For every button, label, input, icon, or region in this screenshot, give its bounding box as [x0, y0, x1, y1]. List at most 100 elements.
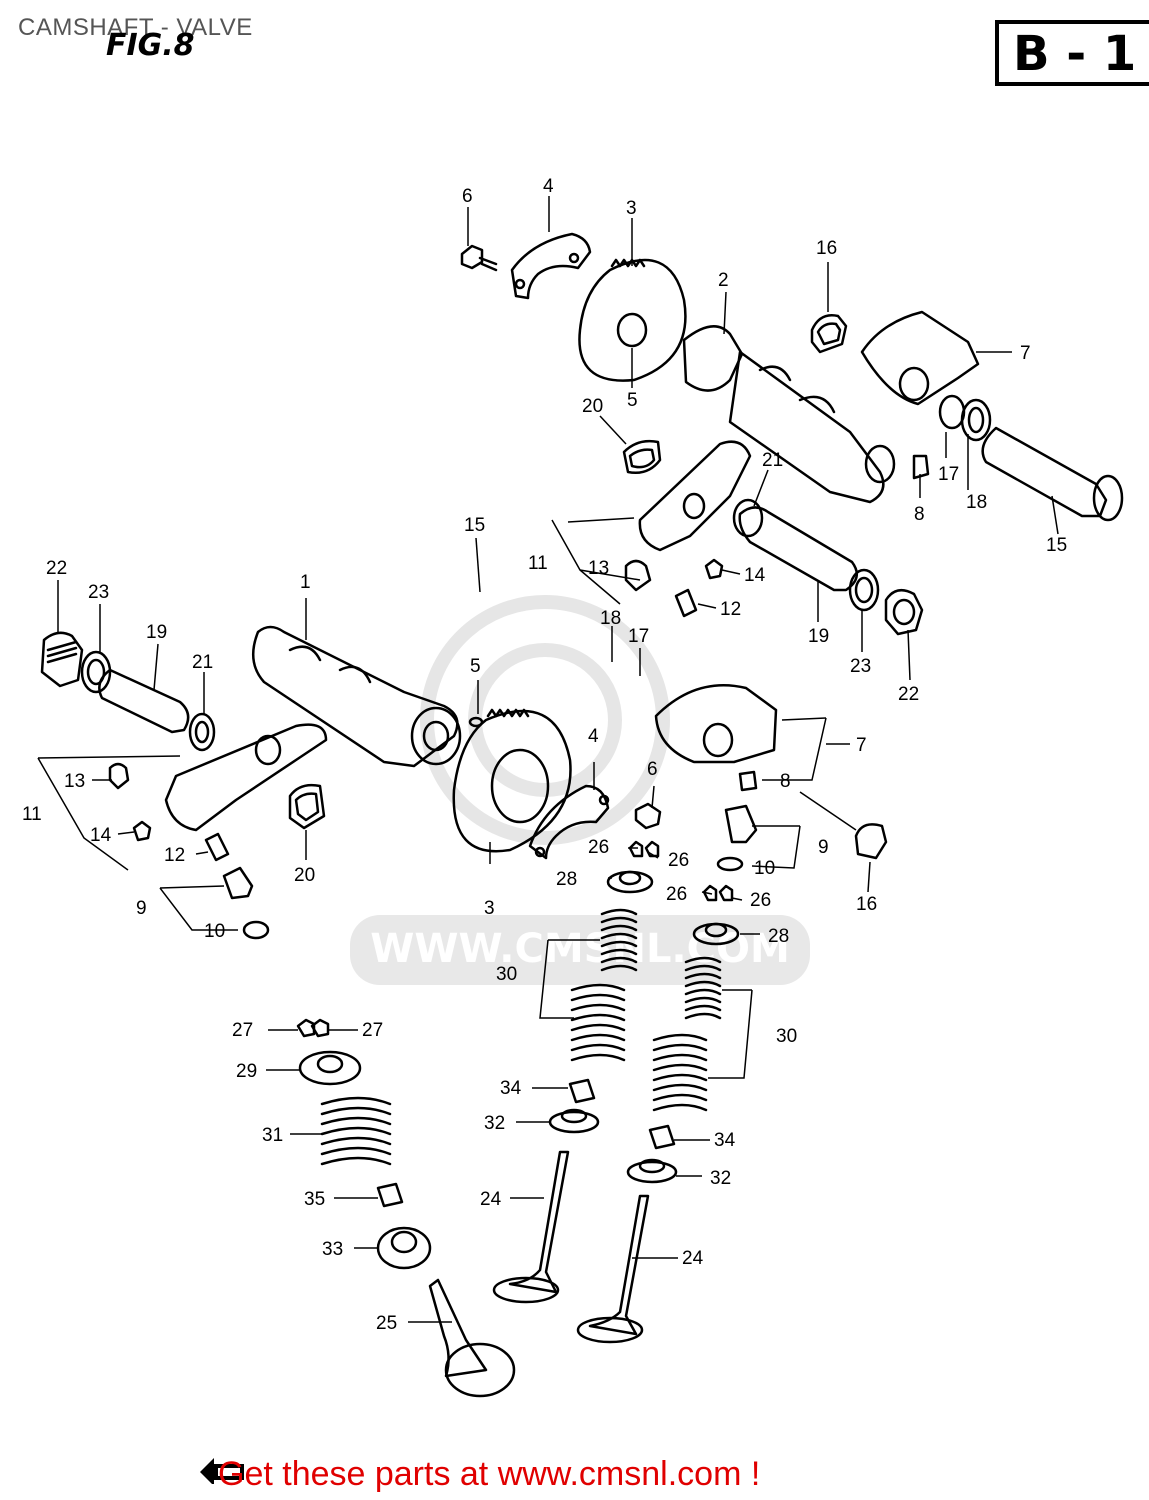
callout-3-upper: 3	[626, 198, 637, 219]
callout-12-upper: 12	[720, 599, 741, 620]
part-pin-8-upper	[912, 454, 930, 480]
part-washer-23-upper	[848, 568, 880, 612]
callout-26-b: 26	[668, 850, 689, 871]
part-spring-30-b-inner	[684, 956, 722, 1020]
part-tappet-9-left	[222, 866, 254, 900]
part-valve-25	[428, 1278, 516, 1398]
part-sprocket-3-upper	[578, 258, 687, 382]
leader-lines	[37, 196, 1059, 1323]
part-o-ring-16-upper	[810, 314, 848, 354]
callout-26-a: 26	[588, 837, 609, 858]
callout-16-lower: 16	[856, 894, 877, 915]
callout-21-upper: 21	[762, 450, 783, 471]
callout-17-upper: 17	[938, 464, 959, 485]
part-o-ring-16-lower	[854, 823, 888, 860]
part-rocker-arm-11-upper	[638, 440, 752, 552]
part-cap-22-upper	[884, 588, 924, 636]
callout-28-b: 28	[768, 926, 789, 947]
part-seat-32-b	[626, 1158, 678, 1184]
part-cotters-26-b	[702, 884, 734, 902]
callout-30-a: 30	[496, 964, 517, 985]
part-bolt-6-upper	[460, 244, 498, 272]
callout-18-mid: 18	[600, 608, 621, 629]
part-tappet-9-lower	[724, 804, 758, 844]
part-retainer-28-b	[692, 922, 740, 946]
callout-6-upper: 6	[462, 186, 473, 207]
callout-32-a: 32	[484, 1113, 505, 1134]
part-seal-35	[376, 1182, 404, 1208]
callout-22-upper: 22	[898, 684, 919, 705]
part-spring-30-a-inner	[600, 908, 638, 972]
part-washer-23-left	[80, 650, 112, 694]
callout-11-upper: 11	[528, 553, 548, 574]
callout-11-left: 11	[22, 804, 42, 825]
callout-4-upper: 4	[543, 176, 554, 197]
part-sprocket-3-lower	[452, 708, 572, 853]
forward-arrow-icon	[200, 1458, 244, 1484]
callout-15-mid: 15	[464, 515, 485, 536]
callout-10-left: 10	[204, 921, 225, 942]
part-cam-chain-guide-4-upper	[510, 232, 592, 300]
callout-32-b: 32	[710, 1168, 731, 1189]
callout-5-upper: 5	[627, 390, 638, 411]
part-pin-8-lower	[738, 770, 758, 792]
part-shaft-19-left	[98, 668, 190, 734]
part-adjuster-13-upper	[624, 559, 652, 592]
part-seat-32-a	[548, 1108, 600, 1134]
callout-25: 25	[376, 1313, 397, 1334]
callout-12-left: 12	[164, 845, 185, 866]
callout-19-upper: 19	[808, 626, 829, 647]
watermark: WWW.CMSNL.COM	[350, 595, 810, 985]
part-camshaft-2	[682, 325, 896, 504]
callout-3-lower: 3	[484, 898, 495, 919]
part-seal-34-b	[648, 1124, 676, 1150]
callout-19-left: 19	[146, 622, 167, 643]
part-camshaft-1	[251, 625, 462, 768]
part-o-ring-20-upper	[622, 439, 662, 474]
part-spring-30-b-outer	[652, 1033, 708, 1112]
watermark-text: WWW.CMSNL.COM	[370, 926, 790, 972]
callout-33: 33	[322, 1239, 343, 1260]
callout-26-c: 26	[666, 884, 687, 905]
part-rocker-arm-7-lower	[654, 684, 778, 764]
callout-5-lower: 5	[470, 656, 481, 677]
part-cotters-26-a	[628, 840, 660, 858]
part-spring-30-a-outer	[570, 983, 626, 1062]
callout-8-upper: 8	[914, 504, 925, 525]
callout-31: 31	[262, 1125, 283, 1146]
callout-16-upper: 16	[816, 238, 837, 259]
callout-26-d: 26	[750, 890, 771, 911]
callout-23-left: 23	[88, 582, 109, 603]
callout-14-upper: 14	[744, 565, 766, 586]
part-shaft-19-upper	[738, 506, 859, 592]
callout-27-b: 27	[362, 1020, 383, 1041]
part-ring-21-left	[188, 712, 216, 752]
callout-10-lower: 10	[754, 858, 775, 879]
promo-link[interactable]: Get these parts at www.cmsnl.com !	[218, 1455, 761, 1493]
part-retainer-28-a	[606, 870, 654, 894]
callout-21-left: 21	[192, 652, 213, 673]
part-pin-12-left	[204, 832, 230, 862]
part-cam-chain-guide-4-lower	[528, 784, 610, 860]
part-cotters-27	[296, 1018, 330, 1038]
callout-13-left: 13	[64, 771, 85, 792]
callout-2: 2	[718, 270, 729, 291]
callout-7-lower: 7	[856, 735, 867, 756]
callout-34-a: 34	[500, 1078, 522, 1099]
part-spring-31	[320, 1096, 392, 1166]
callout-15-upper: 15	[1046, 535, 1067, 556]
part-shaft-15-upper	[981, 426, 1124, 522]
callout-23-upper: 23	[850, 656, 871, 677]
page-title: CAMSHAFT - VALVE	[18, 14, 253, 41]
part-rocker-arm-7-upper	[860, 310, 980, 406]
figure-label: FIG.8	[106, 28, 195, 63]
part-washers-17-18-upper	[938, 394, 992, 442]
callout-34-b: 34	[714, 1130, 736, 1151]
callout-22-left: 22	[46, 558, 67, 579]
part-valve-24-a	[492, 1150, 570, 1304]
part-seat-33	[376, 1226, 432, 1270]
part-cap-22-left	[40, 631, 84, 688]
part-valve-24-b	[576, 1194, 650, 1344]
callout-14-left: 14	[90, 825, 112, 846]
